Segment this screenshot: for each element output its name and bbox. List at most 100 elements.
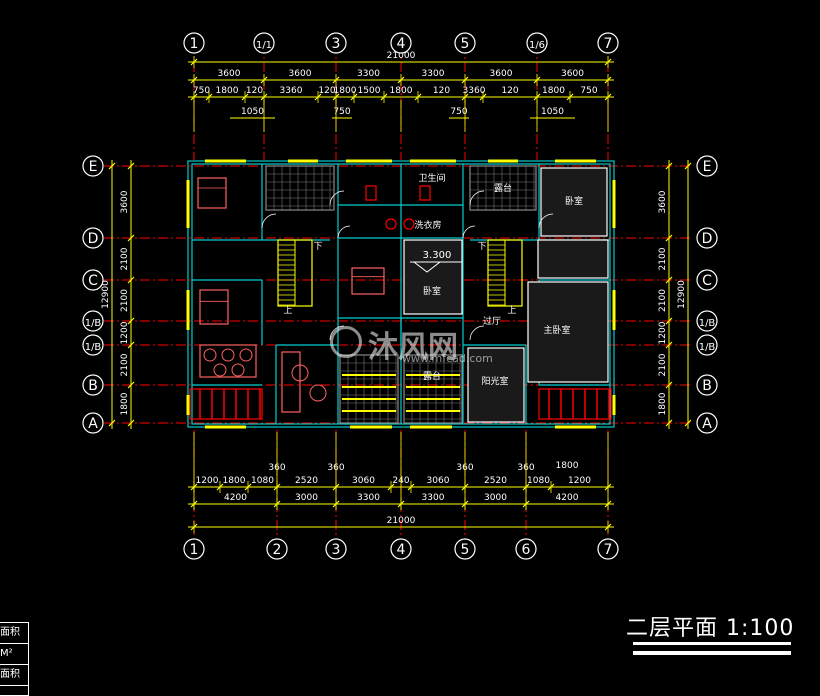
- axis-bubble-label: 1: [190, 36, 199, 52]
- room-box: [527, 281, 609, 383]
- axis-bubble: [390, 538, 412, 560]
- axis-bubble-label: 3: [332, 542, 341, 558]
- axis-bubble-label: 1/6: [529, 40, 545, 51]
- dim-right-label: 3600: [658, 190, 668, 213]
- washer-icon: [403, 218, 415, 230]
- dim-bottom-row2-label: 3000: [484, 493, 507, 503]
- title-underline-thick: [633, 651, 791, 655]
- axis-bubble-label: 7: [604, 542, 613, 558]
- dim-left-label: 3600: [120, 190, 130, 213]
- axis-bubble-label: 5: [461, 36, 470, 52]
- dim-bottom-row2-label: 4200: [224, 493, 247, 503]
- dim-left-label: 2100: [120, 353, 130, 376]
- axis-bubble: [696, 334, 718, 356]
- room-label-laundry: 洗衣房: [414, 219, 441, 231]
- dim-top-row1-label: 3300: [422, 69, 445, 79]
- axis-bubble-label: A: [88, 416, 98, 432]
- dim-top-row1-label: 3600: [490, 69, 513, 79]
- dim-top-row2-label: 750: [580, 86, 597, 96]
- dim-bottom-row1-label: 1200: [568, 476, 591, 486]
- dim-bottom-row1-label: 1080: [251, 476, 274, 486]
- axis-bubble-label: 1: [190, 542, 199, 558]
- door-swing: [462, 225, 476, 239]
- sofa: [281, 351, 301, 413]
- title-underline-thin: [633, 642, 791, 645]
- axis-bubble: [82, 310, 104, 332]
- dim-top-row2-label: 120: [246, 86, 263, 96]
- dim-right-total-tick: [684, 162, 692, 170]
- balcony-red-left: [189, 388, 263, 420]
- legend-cell: 面积: [0, 665, 28, 686]
- dim-bottom-row1-label: 1800: [223, 476, 246, 486]
- axis-bubble-label: 7: [604, 36, 613, 52]
- door-swing: [261, 213, 277, 229]
- dim-left-total-tick: [108, 419, 116, 427]
- dim-right-tick: [665, 162, 673, 170]
- toilet-icon: [419, 185, 431, 201]
- dim-top-total-label: 21000: [387, 51, 416, 61]
- dim-right-tick: [665, 419, 673, 427]
- axis-bubble: [325, 538, 347, 560]
- axis-bubble: [696, 374, 718, 396]
- room-label-up-left: 上: [283, 305, 292, 316]
- dim-bottom-row1-label: 2520: [295, 476, 318, 486]
- chair-icon: [231, 363, 245, 377]
- dim-top-row2-label: 120: [318, 86, 335, 96]
- room-label-bedroom-right-top: 卧室: [565, 195, 583, 207]
- dim-top-row2-label: 1500: [358, 86, 381, 96]
- room-box: [540, 167, 608, 237]
- dim-top-row3-label: 1050: [541, 107, 564, 117]
- axis-bubble-label: D: [702, 231, 713, 247]
- axis-bubble: [183, 538, 205, 560]
- axis-bubble: [515, 538, 537, 560]
- axis-bubble-label: E: [89, 159, 98, 175]
- axis-bubble-label: C: [88, 273, 98, 289]
- watermark-logo-icon: [330, 326, 362, 358]
- axis-bubble: [82, 155, 104, 177]
- dim-top-row1-label: 3600: [218, 69, 241, 79]
- dim-left-tick: [127, 341, 135, 349]
- axis-bubble: [696, 269, 718, 291]
- axis-bubble: [597, 32, 619, 54]
- room-label-down-right: 下: [477, 242, 486, 252]
- room-label-bedroom-center: 卧室: [423, 285, 441, 297]
- dim-bottom-row1-label: 1080: [527, 476, 550, 486]
- axis-bubble: [454, 32, 476, 54]
- dim-left-tick: [127, 317, 135, 325]
- dim-top-row2-label: 3360: [280, 86, 303, 96]
- terrace-right: [469, 165, 537, 211]
- room-label-wc: 卫生间: [418, 172, 445, 184]
- room-label-corridor: 过厅: [483, 315, 501, 327]
- axis-bubble: [82, 374, 104, 396]
- room-box: [537, 239, 609, 279]
- dim-top-row2-label: 1800: [542, 86, 565, 96]
- dim-bottom-row1-label: 3060: [352, 476, 375, 486]
- room-label-down-left: 下: [313, 242, 322, 252]
- dim-left-tick: [127, 419, 135, 427]
- dim-bottom-row1-label: 1200: [196, 476, 219, 486]
- dim-right-tick: [665, 341, 673, 349]
- dim-top-row3-label: 750: [333, 107, 350, 117]
- axis-bubble-label: B: [88, 378, 98, 394]
- axis-bubble: [253, 32, 275, 54]
- door-swing: [337, 225, 351, 239]
- legend-cell: M²: [0, 644, 28, 665]
- dim-bottom-row2-label: 3000: [295, 493, 318, 503]
- door-swing: [469, 190, 485, 206]
- dim-left-tick: [127, 162, 135, 170]
- axis-bubble-label: 3: [332, 36, 341, 52]
- room-box: [467, 347, 525, 423]
- axis-bubble: [597, 538, 619, 560]
- drawing-title: 二层平面 1:100: [626, 616, 795, 641]
- axis-bubble-label: 1/B: [699, 342, 716, 353]
- dim-bottom-row2-label: 4200: [556, 493, 579, 503]
- bed-left-top: [197, 177, 227, 209]
- balcony-bottom-right: [403, 354, 463, 424]
- dim-right-tick: [665, 276, 673, 284]
- axis-bubble: [696, 227, 718, 249]
- balcony-red-right: [538, 388, 612, 420]
- door-swing: [329, 190, 345, 206]
- balcony-bottom-left: [339, 354, 399, 424]
- axis-bubble-label: 2: [273, 542, 282, 558]
